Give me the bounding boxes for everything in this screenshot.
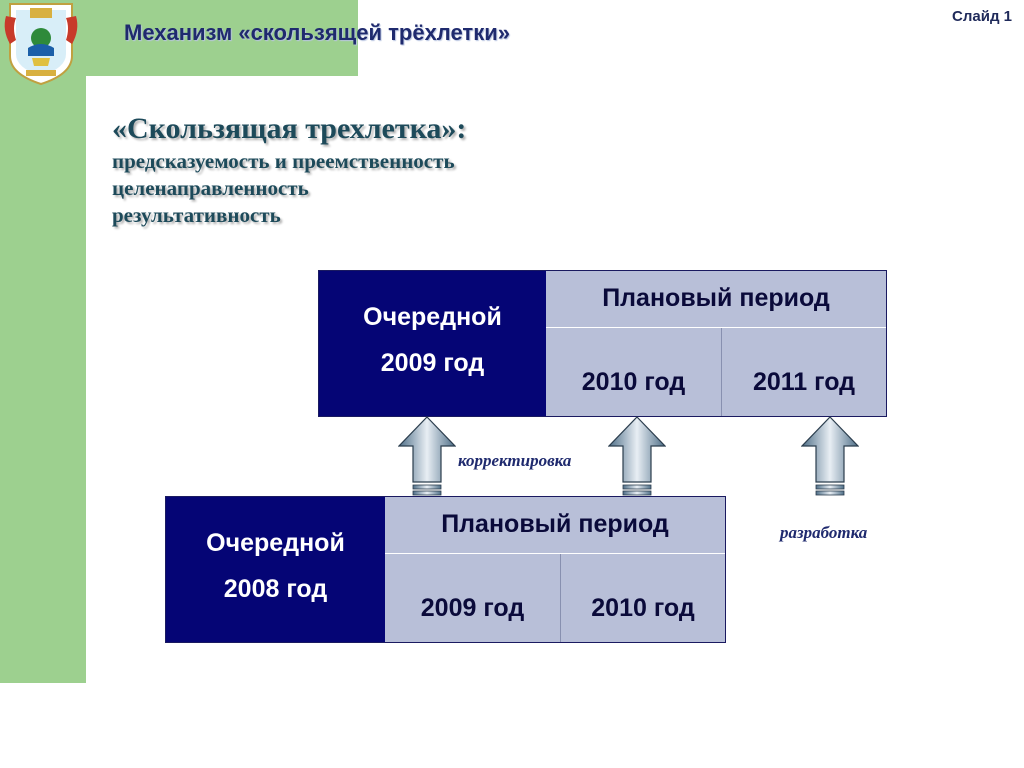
correction-label: корректировка bbox=[458, 451, 572, 470]
current-year: 2009 год bbox=[380, 349, 485, 377]
content-panel bbox=[86, 76, 1024, 768]
current-label: Очередной bbox=[206, 529, 345, 557]
current-year: 2008 год bbox=[223, 575, 328, 603]
budget-block-2009: Очередной 2009 год Плановый период 2010 … bbox=[318, 270, 887, 417]
subtitle-line: целенаправленность bbox=[112, 176, 309, 200]
subtitle-line: предсказуемость и преемственность bbox=[112, 149, 455, 173]
side-band bbox=[0, 0, 86, 683]
development-label: разработка bbox=[780, 523, 868, 542]
plan-year-cell: 2009 год bbox=[385, 554, 561, 642]
plan-year-cell: 2010 год bbox=[546, 328, 722, 416]
page-title: Механизм «скользящей трёхлетки» bbox=[124, 20, 510, 45]
plan-year-cell: 2010 год bbox=[561, 554, 725, 642]
planning-period-header: Плановый период bbox=[546, 271, 886, 328]
current-year-cell: Очередной 2009 год bbox=[319, 271, 546, 416]
subtitle-line: результативность bbox=[112, 203, 281, 227]
planning-period-header: Плановый период bbox=[385, 497, 725, 554]
up-arrow-icon bbox=[398, 416, 456, 496]
plan-year-cell: 2011 год bbox=[722, 328, 886, 416]
coat-of-arms-icon bbox=[4, 3, 78, 86]
current-label: Очередной bbox=[363, 303, 502, 331]
up-arrow-icon bbox=[801, 416, 859, 496]
up-arrow-icon bbox=[608, 416, 666, 496]
subtitle-heading: «Скользящая трехлетка»: bbox=[112, 112, 467, 145]
slide-number: Слайд 1 bbox=[952, 8, 1012, 25]
budget-block-2008: Очередной 2008 год Плановый период 2009 … bbox=[165, 496, 726, 643]
current-year-cell: Очередной 2008 год bbox=[166, 497, 385, 642]
